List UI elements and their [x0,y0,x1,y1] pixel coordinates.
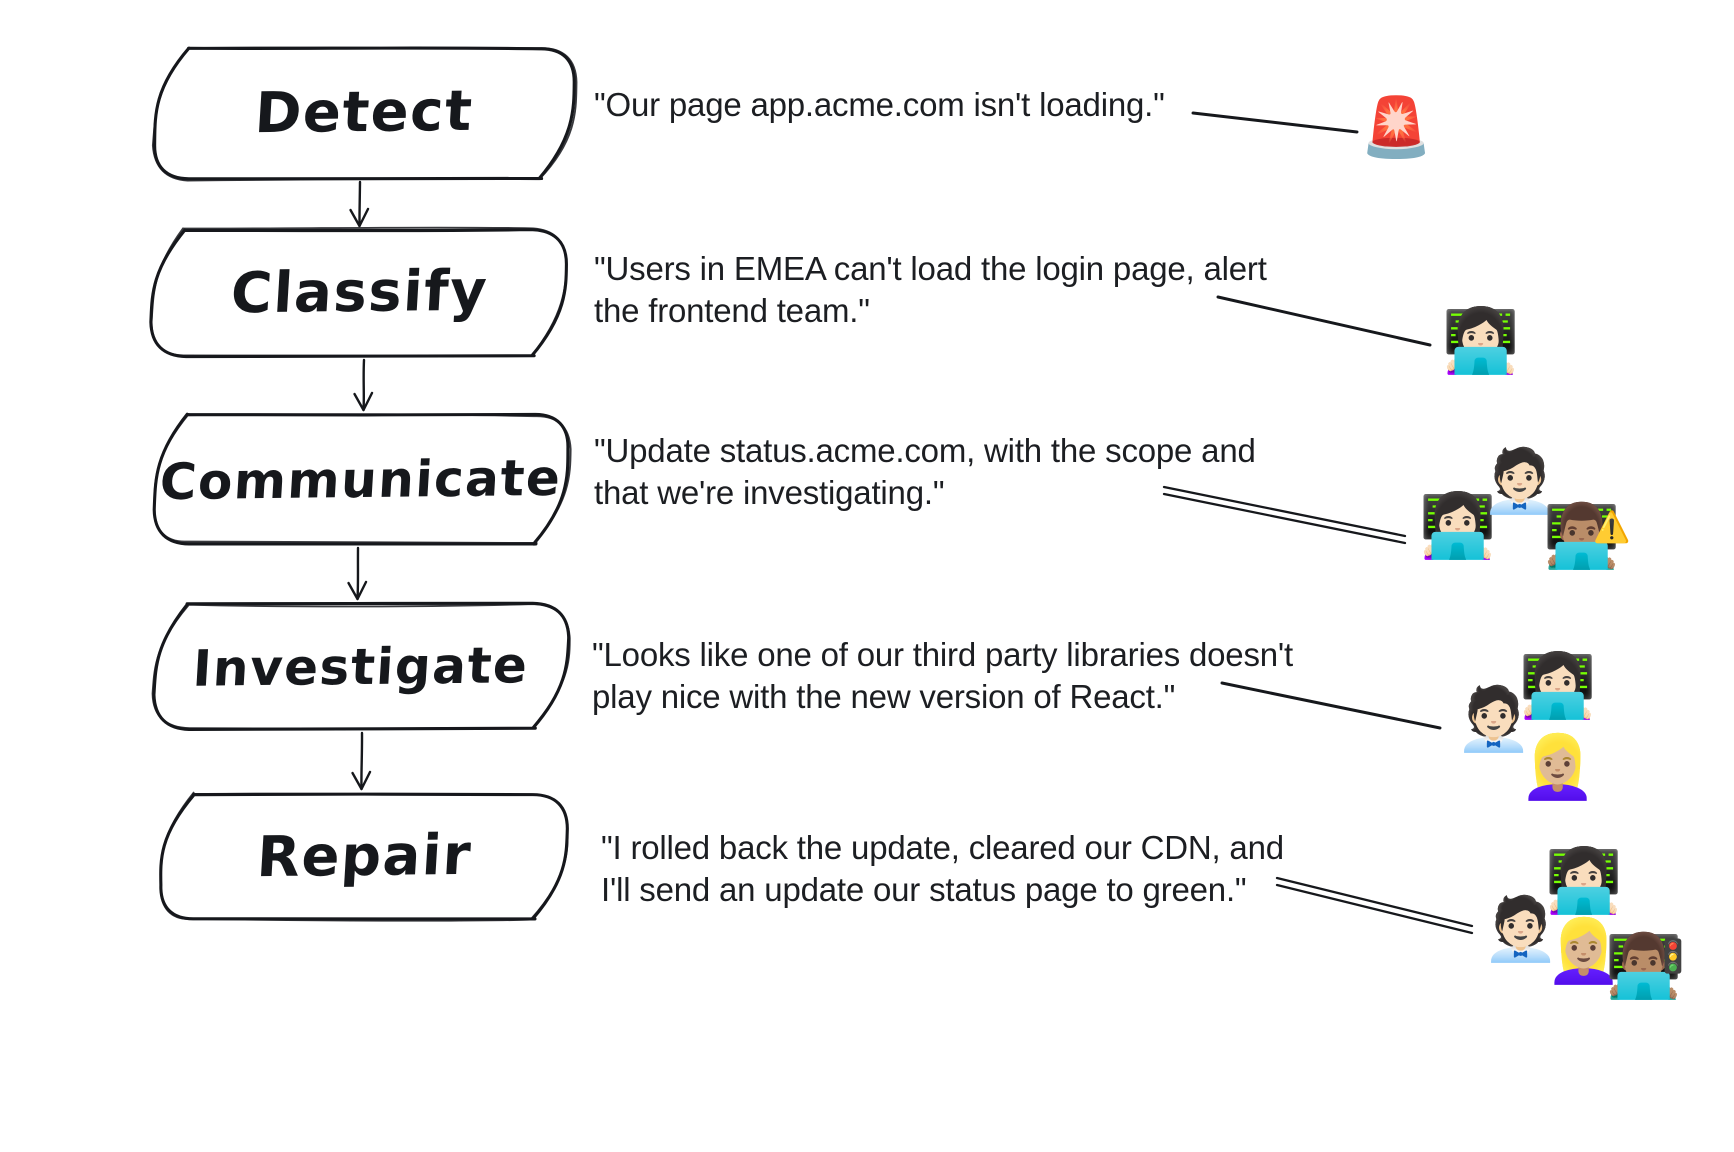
flow-step-box-communicate[interactable]: Communicate [152,412,572,546]
flow-step-label-communicate: Communicate [158,448,564,511]
flow-arrow-2 [347,546,368,601]
woman-technologist-dark-hair: 👩🏻‍💻 [1545,844,1623,917]
office-worker-pale: 🧑🏻‍💼 [1455,682,1533,755]
sketch-outline-detect [151,46,578,182]
flow-step-label-classify: Classify [228,258,490,327]
leader-line-detect [1191,111,1359,134]
flow-step-label-repair: Repair [254,822,474,890]
flow-step-label-detect: Detect [253,78,476,147]
woman-technologist-blond-hair: 👱🏼‍♀️ [1545,914,1623,987]
quote-text-classify: "Users in EMEA can't load the login page… [594,250,1267,330]
traffic-light-icon: 🚦 [1653,937,1693,975]
office-worker-pale: 🧑🏻‍💼 [1481,444,1559,517]
office-worker-pale: 🧑🏻‍💼 [1482,892,1560,965]
flow-step-box-repair[interactable]: Repair [158,791,570,922]
sketch-outline-communicate [152,412,572,546]
leader-line-repair [1275,876,1474,935]
sketch-outline-repair [159,791,569,922]
leader-line-communicate [1162,485,1407,545]
man-technologist-brown-hair: 👨🏽‍💻 [1605,929,1683,1002]
flow-step-box-classify[interactable]: Classify [149,226,568,359]
sketch-outline-classify [149,226,568,359]
quote-text-communicate: "Update status.acme.com, with the scope … [594,432,1256,512]
flow-arrow-0 [349,180,370,228]
flow-arrow-3 [351,731,372,791]
flow-step-label-investigate: Investigate [191,635,531,698]
woman-technologist-dark-hair: 👩🏻‍💻 [1442,304,1520,377]
quote-text-repair: "I rolled back the update, cleared our C… [601,829,1284,909]
flow-step-box-investigate[interactable]: Investigate [151,601,571,732]
flow-arrow-1 [353,358,374,412]
sketch-outline-investigate [151,601,571,732]
leader-line-investigate [1220,681,1442,730]
woman-technologist-blond-hair: 👱🏼‍♀️ [1519,730,1597,803]
siren-icon: 🚨 [1360,93,1433,161]
quote-text-investigate: "Looks like one of our third party libra… [592,636,1293,716]
quote-text-detect: "Our page app.acme.com isn't loading." [594,86,1165,123]
leader-line-classify [1216,295,1432,347]
woman-technologist-dark-hair: 👩🏻‍💻 [1519,649,1597,722]
man-technologist-brown-hair: 👨🏽‍💻 [1543,499,1621,572]
warning-sign-icon: ⚠️ [1593,510,1631,545]
woman-technologist-dark-hair: 👩🏻‍💻 [1419,489,1497,562]
flow-step-box-detect[interactable]: Detect [151,46,578,182]
